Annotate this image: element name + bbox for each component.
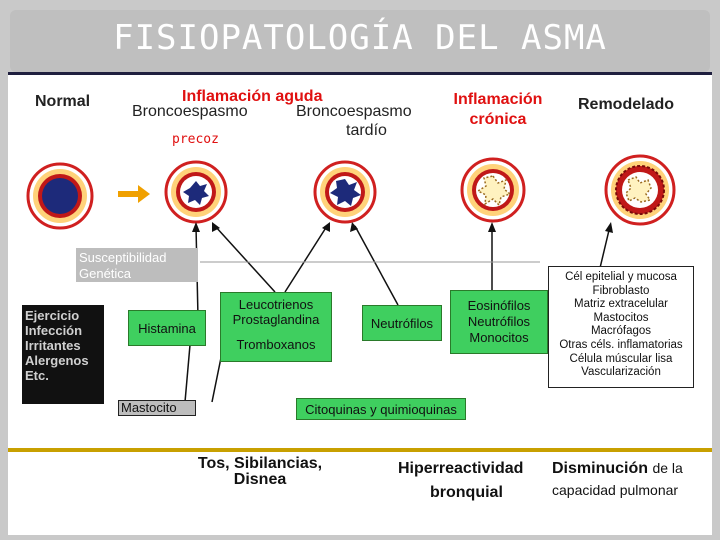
stage-chronic-label: Inflamación crónica bbox=[453, 91, 543, 128]
early-label: precoz bbox=[172, 132, 219, 147]
stage-remodel-label: Remodelado bbox=[578, 96, 675, 113]
late-airway-icon bbox=[313, 160, 377, 224]
decrease-line-1: Disminución de la bbox=[552, 460, 683, 478]
cell-neutrofilos: Neutrófilos bbox=[467, 314, 531, 329]
citoquinas-box: Citoquinas y quimioquinas bbox=[296, 398, 466, 420]
decrease-line-2: capacidad pulmonar bbox=[552, 482, 679, 498]
trigger-item: Etc. bbox=[25, 368, 49, 383]
title-bar bbox=[10, 10, 710, 72]
hyperreactivity-line-1: Hiperreactividad bbox=[398, 460, 524, 477]
trigger-item: Ejercicio bbox=[25, 308, 80, 323]
decrease-word: Disminución bbox=[552, 460, 649, 477]
symptoms-text: Tos, Sibilancias, Disnea bbox=[160, 456, 360, 488]
hyperreactivity-line-2: bronquial bbox=[430, 484, 503, 501]
cell-eosinofilos: Eosinófilos bbox=[467, 298, 531, 313]
trigger-item: Infección bbox=[25, 323, 83, 338]
slide-title: FISIOPATOLOGÍA DEL ASMA bbox=[113, 18, 607, 58]
normal-airway-icon bbox=[26, 162, 94, 230]
chronic-cells-box: Eosinófilos Neutrófilos Monocitos bbox=[450, 290, 548, 354]
remodel-cell-item: Mastocitos bbox=[593, 311, 649, 324]
stage-acute-label: Inflamación aguda bbox=[182, 88, 323, 105]
late-broncho-label: Broncoespasmo bbox=[296, 103, 412, 120]
gold-divider bbox=[8, 448, 712, 452]
remodel-cell-item: Otras céls. inflamatorias bbox=[559, 338, 683, 351]
arrow-heads bbox=[192, 222, 613, 233]
triggers-box: Ejercicio Infección Irritantes Alergenos… bbox=[22, 305, 104, 404]
mediator-prostaglandina: Prostaglandina bbox=[232, 312, 320, 327]
remodel-cell-item: Célula múscular lisa bbox=[569, 352, 673, 365]
neutrofilos-box: Neutrófilos bbox=[362, 305, 442, 341]
outcomes-panel bbox=[8, 448, 712, 535]
histamina-box: Histamina bbox=[128, 310, 206, 346]
connector-arrows bbox=[184, 225, 611, 403]
mastocito-box: Mastocito bbox=[118, 400, 196, 416]
neutrofilos-label: Neutrófilos bbox=[370, 315, 434, 331]
remodel-cell-item: Matriz extracelular bbox=[574, 298, 668, 311]
late-label: tardío bbox=[346, 122, 387, 139]
mediator-tromboxanos: Tromboxanos bbox=[236, 337, 316, 352]
symptoms-line-1: Tos, Sibilancias, bbox=[197, 455, 323, 472]
stage-normal-label: Normal bbox=[35, 93, 91, 110]
remodel-cell-item: Macrófagos bbox=[590, 325, 652, 338]
remodel-cell-item: Cél epitelial y mucosa bbox=[565, 271, 677, 283]
remodel-airway-icon bbox=[604, 154, 676, 226]
remodel-cell-item: Fibroblasto bbox=[592, 284, 650, 297]
mediator-leucotrienos: Leucotrienos bbox=[238, 297, 314, 312]
early-broncho-label: Broncoespasmo bbox=[132, 103, 248, 120]
trigger-item: Irritantes bbox=[25, 338, 81, 353]
decrease-suffix: de la bbox=[652, 460, 683, 476]
mediators-box: Leucotrienos Prostaglandina Tromboxanos bbox=[220, 292, 332, 362]
trigger-item: Alergenos bbox=[25, 353, 89, 368]
cell-monocitos: Monocitos bbox=[469, 330, 529, 345]
symptoms-line-2: Disnea bbox=[233, 471, 287, 488]
remodel-cells-box: Cél epitelial y mucosa Fibroblasto Matri… bbox=[548, 266, 694, 388]
progression-arrow-icon bbox=[118, 185, 150, 203]
citoquinas-label: Citoquinas y quimioquinas bbox=[305, 401, 457, 417]
chronic-airway-icon bbox=[460, 157, 526, 223]
susceptibility-box: Susceptibilidad Genética bbox=[76, 248, 198, 282]
histamina-label: Histamina bbox=[138, 320, 196, 336]
mastocito-label: Mastocito bbox=[121, 400, 177, 415]
early-airway-icon bbox=[164, 160, 228, 224]
remodel-cell-item: Vascularización bbox=[581, 366, 661, 379]
susceptibility-label: Susceptibilidad Genética bbox=[79, 250, 167, 281]
